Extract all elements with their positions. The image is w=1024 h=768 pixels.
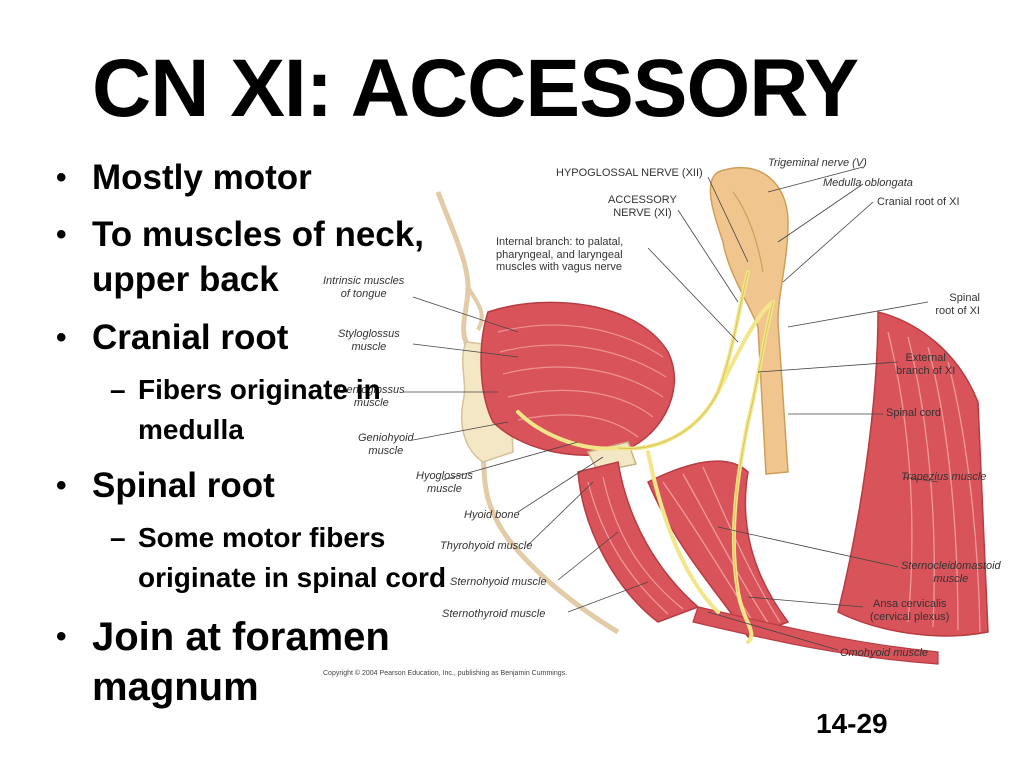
label-ansa-line-2: (cervical plexus) [870, 610, 950, 623]
label-hyoglossus: Hyoglossus muscle [416, 470, 473, 495]
label-spinal-root-line-2: root of XI [935, 304, 980, 317]
bullet-text-line-2: magnum [92, 665, 259, 709]
label-external-branch: External branch of XI [896, 352, 955, 377]
label-geniohyoid-line-1: Geniohyoid [358, 432, 414, 444]
label-accessory-line-1: ACCESSORY [608, 194, 677, 206]
bullet-text: Mostly motor [92, 158, 312, 197]
label-genioglossus-line-2: muscle [353, 396, 389, 409]
label-hyoid-bone: Hyoid bone [464, 509, 520, 521]
subbullet-text-line-2: medulla [138, 414, 244, 445]
bullet-dot: • [56, 218, 67, 251]
label-trapezius: Trapezius muscle [901, 471, 987, 483]
bullet-dot: • [56, 321, 67, 354]
label-intrinsic-line-2: of tongue [340, 287, 387, 300]
label-genioglossus: Genioglossus muscle [338, 384, 405, 409]
anatomy-figure: HYPOGLOSSAL NERVE (XII) ACCESSORY NERVE … [318, 152, 1018, 687]
label-geniohyoid: Geniohyoid muscle [358, 432, 414, 457]
page-number: 14-29 [816, 708, 888, 739]
bullet-text: Cranial root [92, 318, 289, 357]
label-sternohyoid: Sternohyoid muscle [450, 576, 547, 588]
label-spinal-cord: Spinal cord [886, 407, 942, 419]
label-omohyoid: Omohyoid muscle [840, 647, 929, 659]
slide-title: CN XI: ACCESSORY [92, 43, 859, 134]
bullet-dot: • [56, 469, 67, 502]
label-internal-line-1: Internal branch: to palatal, [496, 236, 624, 248]
subbullet-text-line-1: Fibers originate in [138, 374, 381, 405]
label-external-line-1: External [905, 352, 946, 364]
label-hypoglossal-nerve: HYPOGLOSSAL NERVE (XII) [556, 167, 703, 179]
bullet-dot: • [56, 161, 67, 194]
bullet-text-line-1: To muscles of neck, [92, 215, 424, 254]
bullet-text-line-2: upper back [92, 260, 279, 299]
label-scm-line-2: muscle [933, 572, 969, 585]
label-scm-line-1: Sternocleidomastoid [901, 560, 1001, 572]
subbullet-dash: – [110, 374, 126, 405]
label-trigeminal: Trigeminal nerve (V) [768, 157, 867, 169]
label-genioglossus-line-1: Genioglossus [338, 384, 405, 396]
label-hyoglossus-line-1: Hyoglossus [416, 470, 473, 482]
figure-copyright: Copyright © 2004 Pearson Education, Inc.… [323, 670, 568, 677]
bullet-text: Spinal root [92, 466, 275, 505]
label-styloglossus-line-1: Styloglossus [338, 328, 400, 340]
label-ansa-line-1: Ansa cervicalis [873, 598, 947, 610]
label-internal-line-3: muscles with vagus nerve [496, 261, 622, 274]
label-sternocleidomastoid: Sternocleidomastoid muscle [901, 560, 1001, 585]
label-intrinsic-line-1: Intrinsic muscles [323, 275, 405, 287]
label-sternothyroid: Sternothyroid muscle [442, 608, 546, 620]
label-spinal-root-line-1: Spinal [949, 292, 980, 304]
bullet-dot: • [56, 620, 67, 653]
bullet-text-line-1: Join at foramen [92, 615, 390, 659]
label-geniohyoid-line-2: muscle [368, 444, 404, 457]
label-hyoglossus-line-2: muscle [427, 482, 462, 495]
label-internal-branch: Internal branch: to palatal, pharyngeal,… [496, 236, 623, 274]
label-cranial-root: Cranial root of XI [877, 196, 960, 208]
label-medulla: Medulla oblongata [823, 177, 913, 189]
label-ansa-cervicalis: Ansa cervicalis (cervical plexus) [870, 598, 949, 623]
label-styloglossus-line-2: muscle [351, 340, 387, 353]
label-internal-line-2: pharyngeal, and laryngeal [496, 248, 623, 261]
neck-anatomy-illustration [403, 166, 989, 665]
subbullet-dash: – [110, 522, 126, 553]
label-intrinsic-muscles: Intrinsic muscles of tongue [323, 275, 404, 300]
label-accessory-line-2: NERVE (XI) [613, 206, 672, 219]
subbullet-text-line-2: originate in spinal cord [138, 562, 447, 593]
label-external-line-2: branch of XI [896, 364, 956, 377]
label-thyrohyoid: Thyrohyoid muscle [440, 540, 533, 552]
subbullet-text-line-1: Some motor fibers [138, 522, 386, 553]
label-spinal-root: Spinal root of XI [918, 292, 980, 317]
label-styloglossus: Styloglossus muscle [338, 328, 400, 353]
label-accessory-nerve: ACCESSORY NERVE (XI) [608, 194, 677, 219]
